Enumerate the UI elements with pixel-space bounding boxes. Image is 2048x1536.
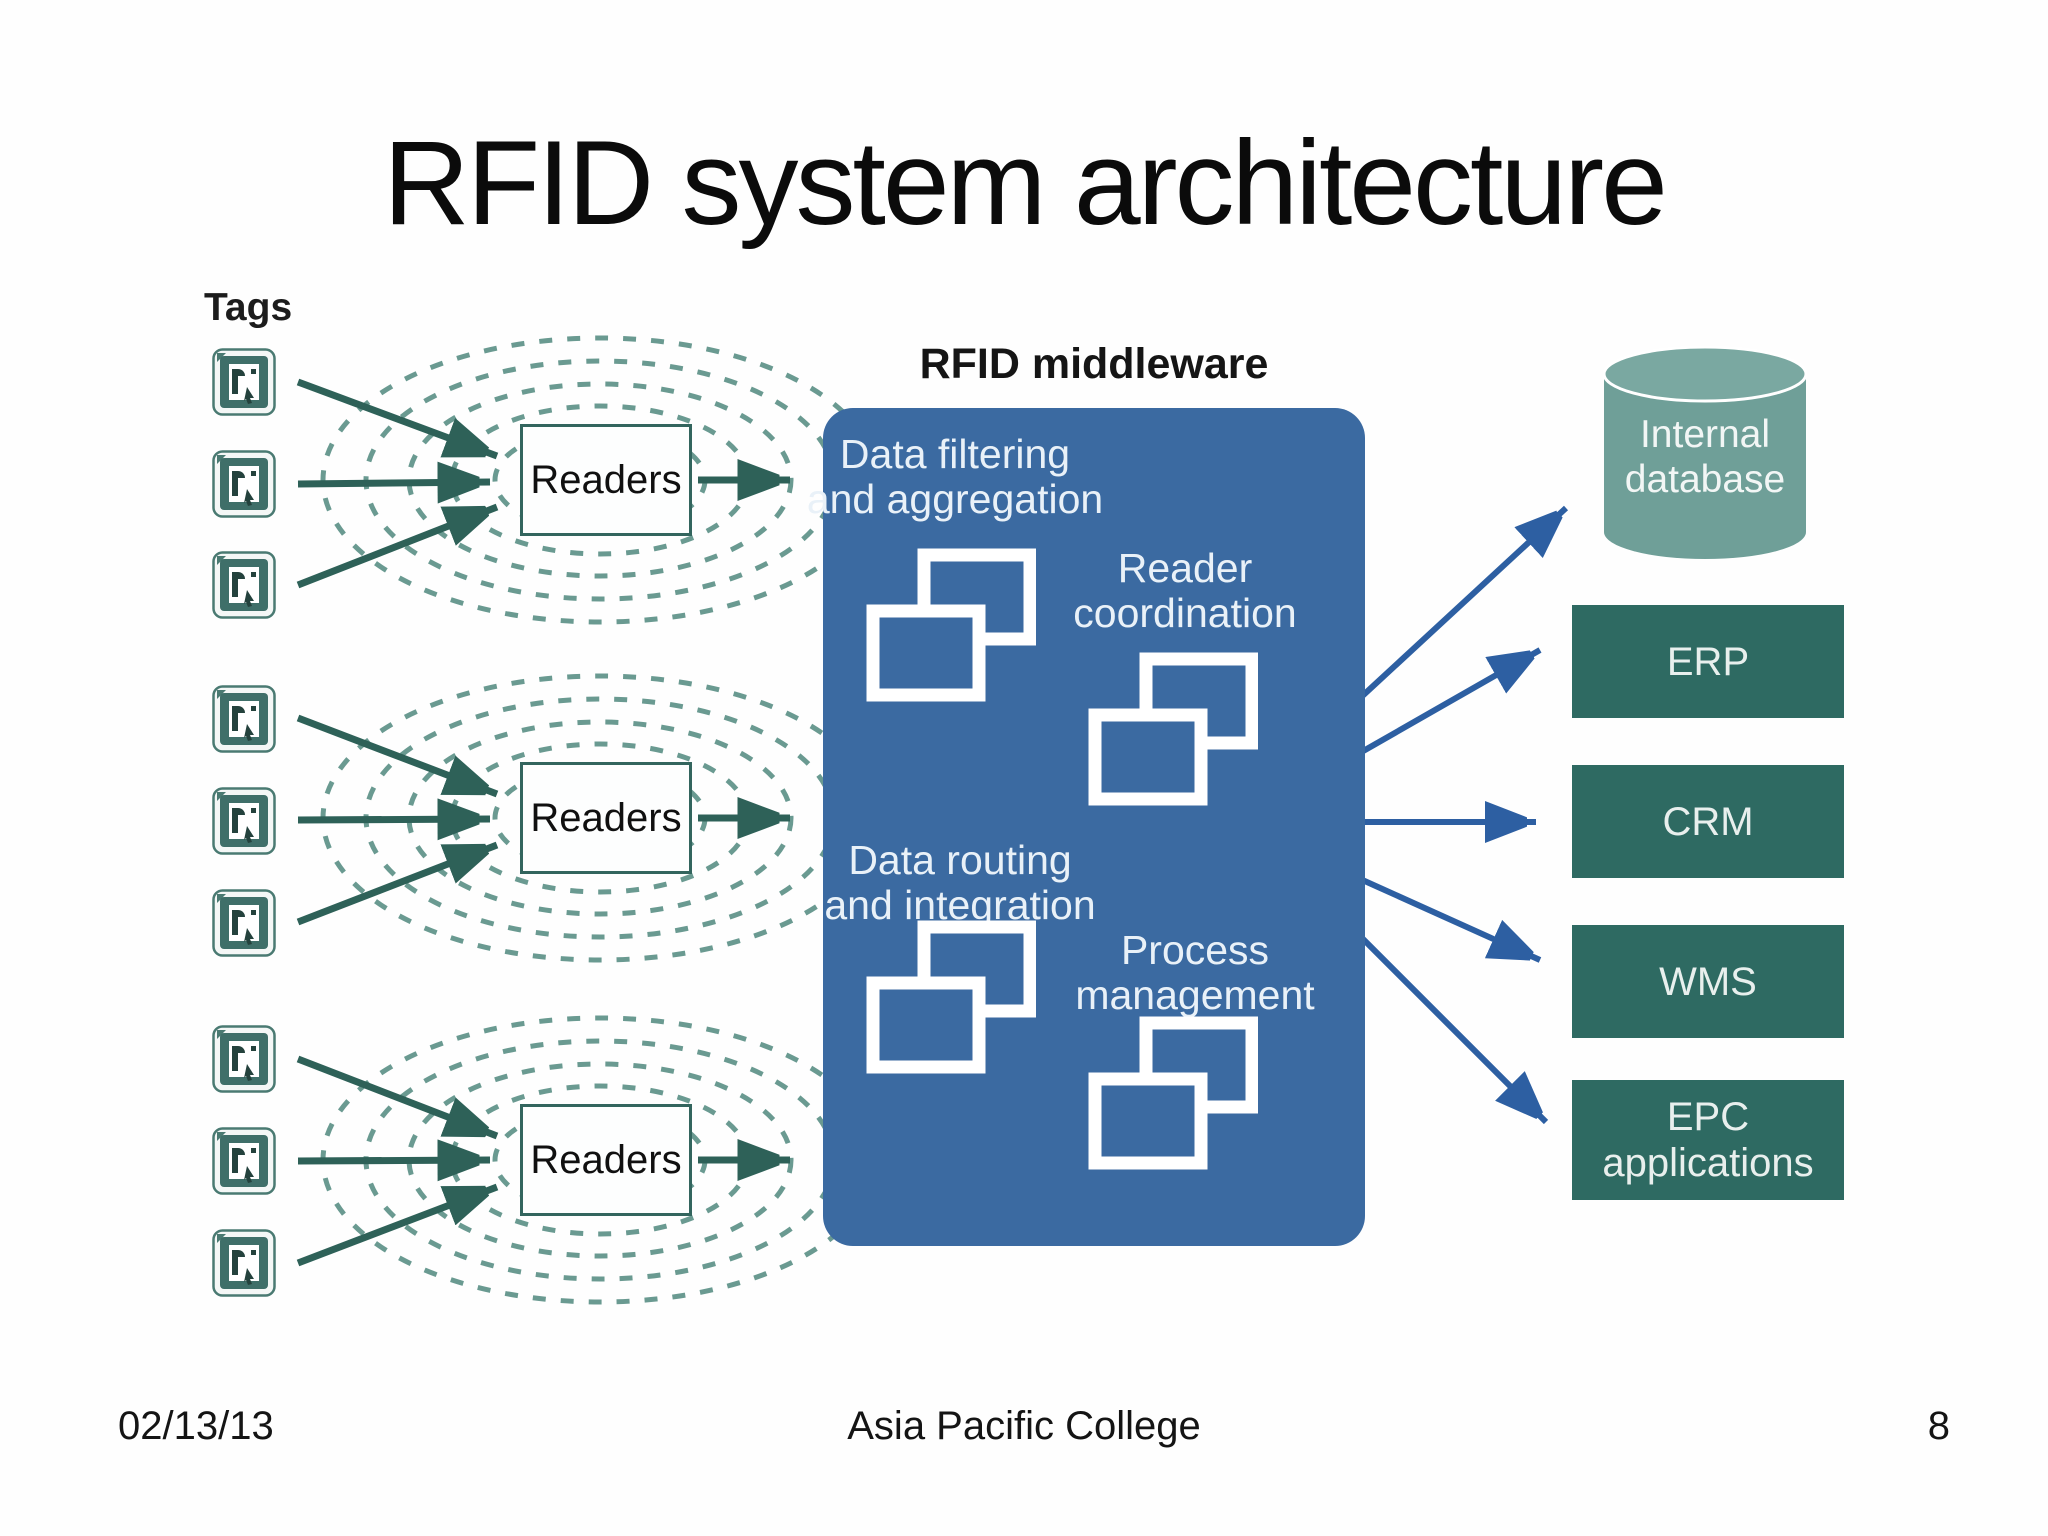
system-box-erp: ERP <box>1572 605 1844 718</box>
label-line: Reader <box>1117 545 1253 591</box>
internal-database-label: Internal database <box>1605 412 1805 502</box>
readers-box-1: Readers <box>520 424 692 536</box>
internal-database-cylinder <box>1602 345 1808 559</box>
readers-label: Readers <box>530 457 682 502</box>
system-box-crm: CRM <box>1572 765 1844 878</box>
tag-icon <box>212 685 276 753</box>
tags-label: Tags <box>204 286 293 329</box>
middleware-function-process-management: Process management <box>1010 928 1380 1018</box>
footer-page-number: 8 <box>1927 1404 1950 1448</box>
label-line: applications <box>1602 1141 1814 1185</box>
tag-icon <box>212 1025 276 1093</box>
window-stack-icon <box>866 920 1036 1080</box>
label-line: and integration <box>824 882 1096 928</box>
middleware-output-fan-arrows <box>1355 505 1566 1122</box>
label-line: and aggregation <box>806 476 1104 522</box>
window-stack-icon <box>1088 1016 1258 1176</box>
middleware-function-data-routing: Data routing and integration <box>745 838 1175 928</box>
tag-icon <box>212 348 276 416</box>
footer-center-text: Asia Pacific College <box>847 1404 1201 1448</box>
tag-icon <box>212 450 276 518</box>
readers-label: Readers <box>530 795 682 840</box>
tag-icon <box>212 1127 276 1195</box>
system-box-epc-applications: EPC applications <box>1572 1080 1844 1200</box>
label-line: database <box>1624 458 1786 501</box>
label-line: Internal <box>1639 413 1771 456</box>
middleware-function-data-filtering: Data filtering and aggregation <box>745 432 1165 522</box>
tag-icon <box>212 889 276 957</box>
window-stack-icon <box>866 548 1036 708</box>
tag-icon <box>212 551 276 619</box>
system-label: CRM <box>1662 799 1754 844</box>
tag-to-reader-arrows <box>296 378 499 1267</box>
label-line: coordination <box>1073 590 1297 636</box>
system-label: WMS <box>1659 959 1757 1004</box>
page-title: RFID system architecture <box>383 116 1668 250</box>
middleware-title: RFID middleware <box>919 340 1269 388</box>
reader-to-middleware-arrows <box>698 480 790 1160</box>
tag-icon <box>212 787 276 855</box>
label-line: Process <box>1120 927 1270 973</box>
label-line: management <box>1075 972 1315 1018</box>
label-line: Data filtering <box>839 431 1071 477</box>
tag-icon <box>212 1229 276 1297</box>
readers-box-2: Readers <box>520 762 692 874</box>
label-line: EPC <box>1666 1095 1750 1139</box>
system-box-wms: WMS <box>1572 925 1844 1038</box>
footer-date: 02/13/13 <box>118 1404 274 1448</box>
window-stack-icon <box>1088 652 1258 812</box>
label-line: Data routing <box>848 837 1072 883</box>
readers-label: Readers <box>530 1137 682 1182</box>
middleware-function-reader-coordination: Reader coordination <box>1000 546 1370 636</box>
system-label: ERP <box>1666 639 1750 684</box>
readers-box-3: Readers <box>520 1104 692 1216</box>
